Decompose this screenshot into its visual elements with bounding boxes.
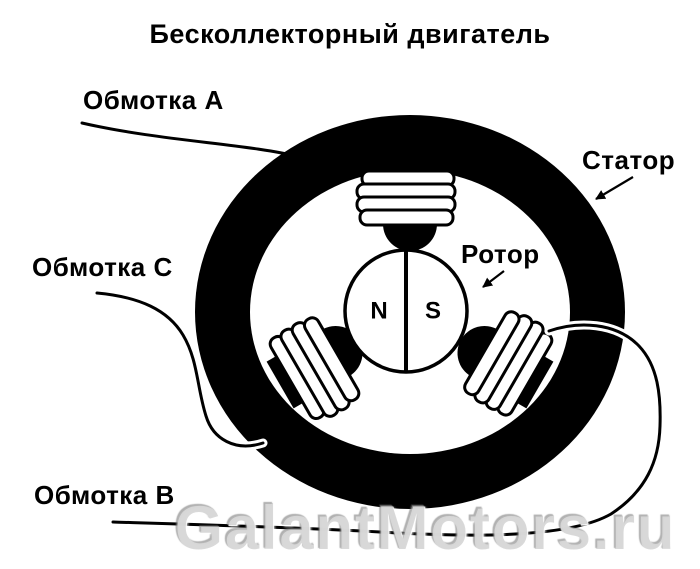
- stator-label: Статор: [582, 145, 676, 175]
- winding-b-wire: [108, 320, 665, 540]
- rotor-pole-s-label: S: [425, 298, 441, 325]
- winding-c-wire: [92, 288, 268, 451]
- winding-c-label: Обмотка С: [32, 252, 173, 282]
- winding-a-wire: [80, 121, 364, 177]
- rotor-pole-n-label: N: [370, 298, 387, 325]
- rotor-label: Ротор: [461, 239, 540, 269]
- diagram-title: Бесколлекторный двигатель: [149, 19, 551, 49]
- winding-b-label: Обмотка В: [34, 480, 175, 510]
- rotor-arrow-icon: [482, 270, 505, 288]
- rotor-magnet: [343, 248, 469, 374]
- winding-a-label: Обмотка А: [83, 85, 224, 115]
- stator-arrow-icon: [595, 176, 634, 200]
- watermark: GalantMotors.ru: [174, 493, 676, 563]
